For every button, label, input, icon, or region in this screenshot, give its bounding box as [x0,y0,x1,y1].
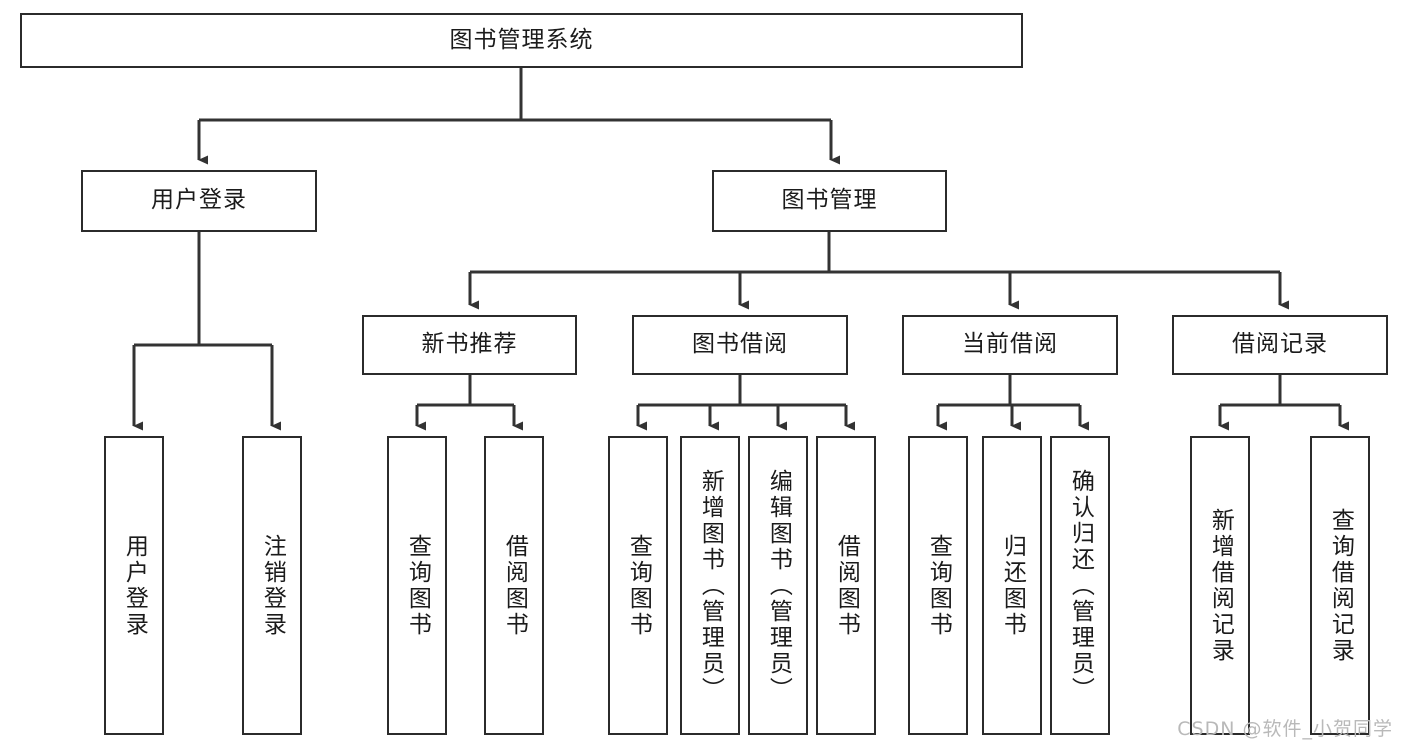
node-leaf-rec-query-record-label: 查询借阅记录 [1327,507,1354,664]
node-borrow-record[interactable]: 借阅记录 [1172,315,1388,375]
node-user-login[interactable]: 用户登录 [81,170,317,232]
node-leaf-rec-query-record[interactable]: 查询借阅记录 [1310,436,1370,735]
node-new-book-rec[interactable]: 新书推荐 [362,315,577,375]
node-new-book-rec-label: 新书推荐 [421,331,518,358]
node-root[interactable]: 图书管理系统 [20,13,1023,68]
node-borrow-record-label: 借阅记录 [1232,331,1328,358]
node-leaf-user-login[interactable]: 用户登录 [104,436,164,735]
node-leaf-cur-confirm-return-label: 确认归还（管理员） [1067,468,1094,703]
node-user-login-label: 用户登录 [151,187,247,214]
node-current-borrow[interactable]: 当前借阅 [902,315,1118,375]
node-leaf-cur-confirm-return[interactable]: 确认归还（管理员） [1050,436,1110,735]
node-leaf-borrow-query-book-label: 查询图书 [625,533,652,638]
node-leaf-borrow-add-book[interactable]: 新增图书（管理员） [680,436,740,735]
node-leaf-borrow-add-book-label: 新增图书（管理员） [697,468,724,703]
node-leaf-rec-add-record[interactable]: 新增借阅记录 [1190,436,1250,735]
node-current-borrow-label: 当前借阅 [962,331,1058,358]
node-book-borrow[interactable]: 图书借阅 [632,315,848,375]
node-leaf-cur-return-book-label: 归还图书 [999,533,1026,638]
node-leaf-borrow-query-book[interactable]: 查询图书 [608,436,668,735]
node-leaf-rec-query-book[interactable]: 查询图书 [387,436,447,735]
csdn-watermark: CSDN @软件_小贺同学 [1177,718,1393,740]
node-book-borrow-label: 图书借阅 [692,331,788,358]
node-leaf-user-logout[interactable]: 注销登录 [242,436,302,735]
node-leaf-cur-query-book[interactable]: 查询图书 [908,436,968,735]
node-root-label: 图书管理系统 [449,26,594,53]
node-leaf-borrow-edit-book[interactable]: 编辑图书（管理员） [748,436,808,735]
node-leaf-user-logout-label: 注销登录 [259,533,286,638]
node-leaf-rec-add-record-label: 新增借阅记录 [1207,507,1234,664]
node-leaf-borrow-edit-book-label: 编辑图书（管理员） [765,468,792,703]
node-leaf-cur-query-book-label: 查询图书 [925,533,952,638]
node-leaf-user-login-label: 用户登录 [121,533,148,638]
node-leaf-rec-query-book-label: 查询图书 [404,533,431,638]
node-leaf-borrow-borrow-book[interactable]: 借阅图书 [816,436,876,735]
node-book-manage-label: 图书管理 [781,187,878,214]
node-leaf-cur-return-book[interactable]: 归还图书 [982,436,1042,735]
node-leaf-rec-borrow-book[interactable]: 借阅图书 [484,436,544,735]
node-leaf-borrow-borrow-book-label: 借阅图书 [833,533,860,638]
node-book-manage[interactable]: 图书管理 [712,170,947,232]
node-leaf-rec-borrow-book-label: 借阅图书 [501,533,528,638]
